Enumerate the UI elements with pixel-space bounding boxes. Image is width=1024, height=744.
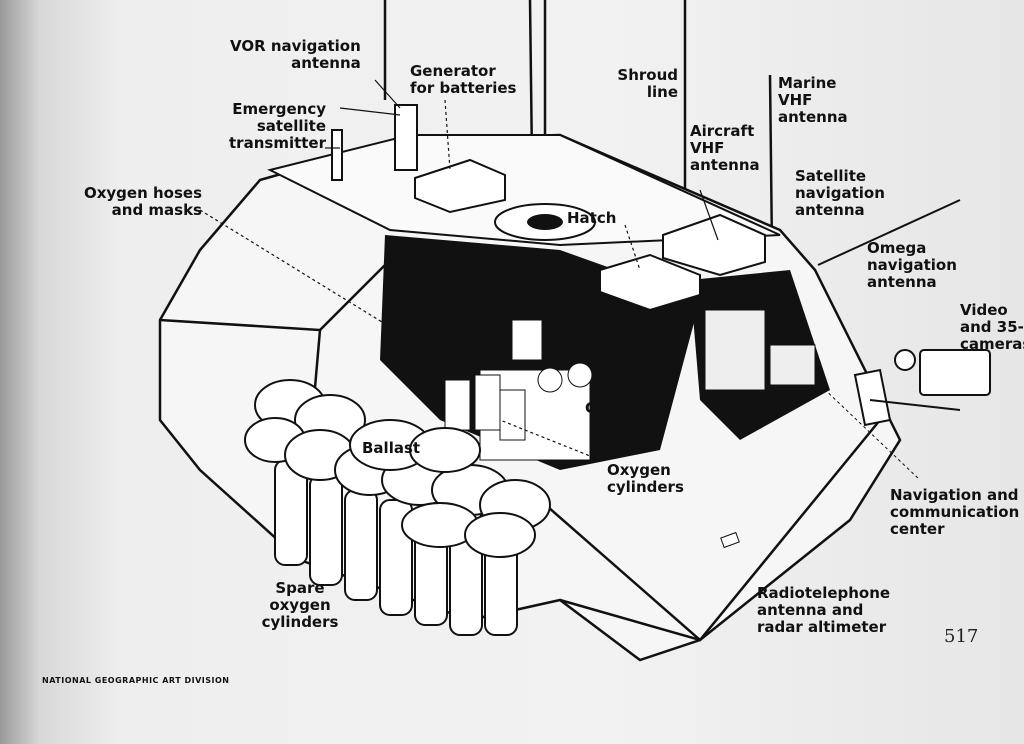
label-hatch: Hatch	[567, 209, 617, 227]
shroud-line	[528, 0, 534, 161]
antenna-box	[662, 213, 766, 277]
marine-vhf-antenna	[768, 74, 774, 251]
label-ballast: Ballast	[362, 439, 421, 457]
page-number: 517	[944, 626, 979, 647]
radiotelephone-antenna	[720, 531, 740, 549]
nav-console	[704, 309, 766, 391]
emergency-transmitter	[331, 129, 343, 181]
label-galley: Galley	[585, 399, 638, 417]
generator	[414, 158, 506, 214]
art-credit: NATIONAL GEOGRAPHIC ART DIVISION	[42, 676, 230, 685]
camera	[853, 349, 991, 427]
ballast-bags	[244, 379, 551, 558]
vor-antenna	[394, 104, 418, 171]
